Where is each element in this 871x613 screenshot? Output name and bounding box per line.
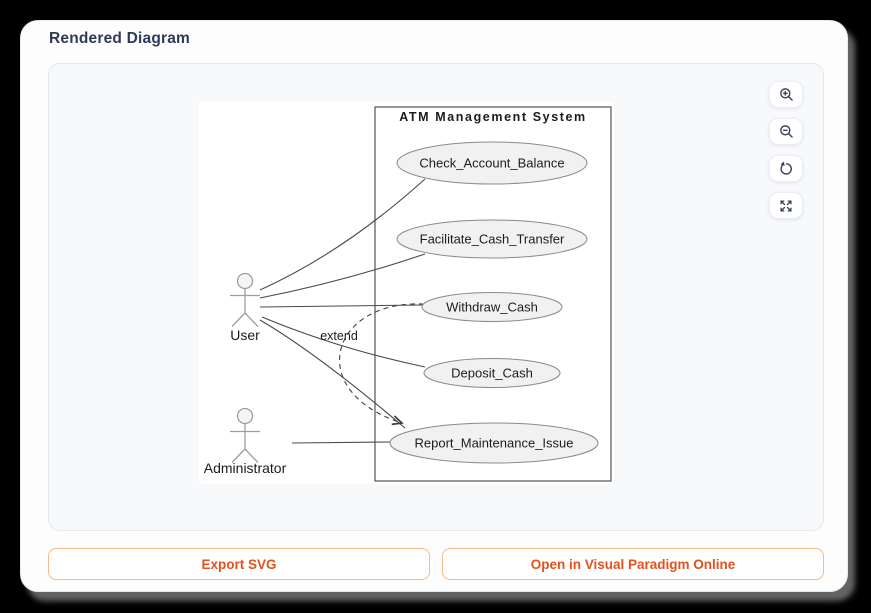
fullscreen-button[interactable]: [769, 192, 803, 219]
svg-text:Withdraw_Cash: Withdraw_Cash: [446, 300, 538, 315]
connector-user-withdraw-cash: [259, 304, 423, 308]
actor-administrator-label: Administrator: [204, 460, 287, 476]
viewer-card: Rendered Diagram ATM Management System: [20, 20, 848, 592]
zoom-in-button[interactable]: [769, 81, 803, 108]
actor-user-head: [236, 272, 254, 290]
extend-label: extend: [320, 329, 358, 343]
svg-text:Facilitate_Cash_Transfer: Facilitate_Cash_Transfer: [420, 232, 565, 247]
actor-user: [230, 272, 260, 327]
connector-user-report-maintenance-issue: [259, 319, 406, 429]
use-case-facilitate-cash-transfer: Facilitate_Cash_Transfer: [396, 219, 588, 259]
actor-administrator: [230, 407, 260, 463]
zoom-out-button[interactable]: [769, 118, 803, 145]
diagram-canvas: ATM Management System extend: [199, 102, 614, 484]
export-svg-button[interactable]: Export SVG: [48, 548, 430, 580]
use-case-deposit-cash: Deposit_Cash: [423, 358, 561, 388]
svg-text:Check_Account_Balance: Check_Account_Balance: [419, 156, 564, 171]
use-case-report-maintenance-issue: Report_Maintenance_Issue: [389, 422, 599, 464]
footer-actions: Export SVG Open in Visual Paradigm Onlin…: [48, 548, 824, 580]
use-case-check-account-balance: Check_Account_Balance: [396, 141, 588, 185]
connector-user-check-account-balance: [259, 178, 426, 291]
connector-user-deposit-cash: [261, 316, 426, 368]
connector-user-facilitate-cash-transfer: [259, 253, 426, 299]
system-boundary-title: ATM Management System: [399, 110, 587, 124]
fullscreen-icon: [780, 199, 792, 212]
zoom-out-icon: [779, 125, 793, 138]
reset-view-button[interactable]: [769, 155, 803, 182]
viewer-controls: [769, 81, 803, 219]
association-lines: [259, 178, 426, 444]
diagram-panel: ATM Management System extend: [48, 63, 824, 531]
connector-administrator-report-maintenance-issue: [291, 441, 392, 444]
actor-user-label: User: [230, 327, 260, 343]
open-visual-paradigm-button[interactable]: Open in Visual Paradigm Online: [442, 548, 824, 580]
extend-dependency-arrow: [339, 303, 425, 426]
reset-view-icon: [779, 161, 792, 175]
svg-text:Report_Maintenance_Issue: Report_Maintenance_Issue: [415, 436, 574, 451]
actor-administrator-head: [236, 407, 254, 425]
zoom-in-icon: [779, 88, 793, 101]
use-case-withdraw-cash: Withdraw_Cash: [421, 292, 563, 322]
page-title: Rendered Diagram: [49, 30, 191, 47]
use-cases: Check_Account_Balance Facilitate_Cash_Tr…: [389, 141, 599, 464]
svg-text:Deposit_Cash: Deposit_Cash: [451, 366, 533, 381]
